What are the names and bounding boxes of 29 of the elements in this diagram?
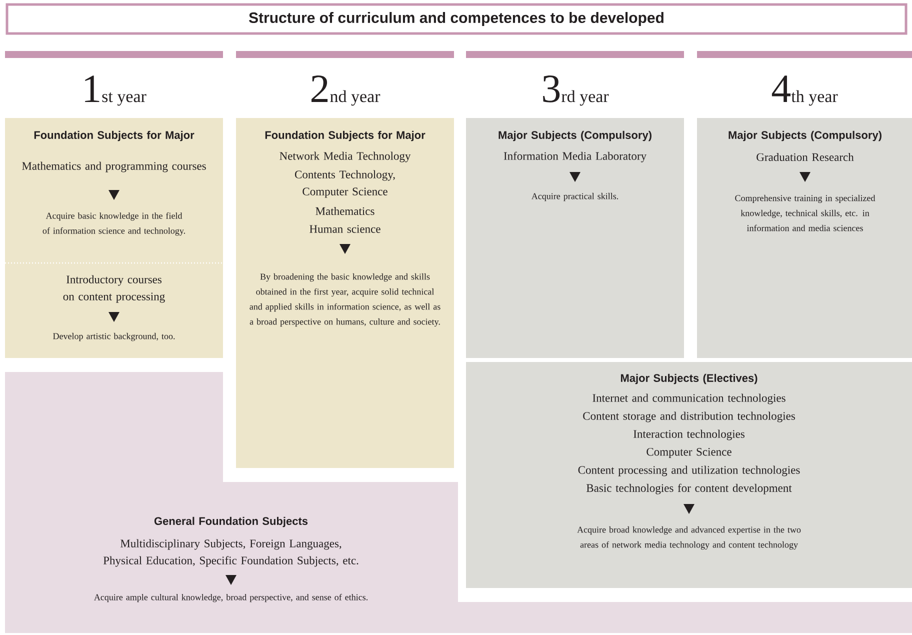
outcome-text: By broadening the basic knowledge and skills obtained in the first year, acquire solid technical and applied skills in information science, as well as a broad perspective on humans, culture and society. — [250, 273, 440, 327]
outcome-text: Acquire practical skills. — [532, 192, 618, 202]
outcome-text: Acquire broad knowledge and advanced expertise in the two areas of network media technology and content technology — [577, 526, 801, 550]
course-name: Mathematics and programming courses — [22, 162, 206, 172]
course-name: Contents Technology, Computer Science — [295, 170, 395, 198]
subject-heading: General Foundation Subjects — [154, 516, 308, 528]
subject-heading: Major Subjects (Electives) — [620, 374, 758, 384]
subject-heading: Foundation Subjects for Major — [34, 130, 194, 142]
course-name: Computer Science — [646, 448, 732, 458]
outcome-text: Comprehensive training in specialized knowledge, technical skills, etc. in information and media sciences — [735, 194, 876, 232]
course-name: Mathematics — [316, 206, 374, 216]
course-name: Internet and communication technologies — [592, 394, 786, 404]
course-name: Human science — [310, 225, 380, 233]
course-name: Network Media Technology — [280, 152, 411, 162]
title-box: Structure of curriculum and competences to be developed — [6, 3, 908, 35]
course-name: Content storage and distribution technologies — [583, 412, 795, 422]
subject-heading: Major Subjects (Compulsory) — [728, 130, 882, 142]
course-name: Interaction technologies — [634, 430, 744, 440]
outcome-text: Acquire basic knowledge in the field of information science and technology. — [42, 212, 185, 236]
subject-heading: Foundation Subjects for Major — [265, 130, 426, 142]
subject-heading: Major Subjects (Compulsory) — [498, 130, 652, 142]
outcome-text: Develop artistic background, too. — [53, 332, 175, 342]
course-name: Basic technologies for content development — [586, 484, 792, 494]
outcome-text: Acquire ample cultural knowledge, broad perspective, and sense of ethics. — [94, 594, 368, 602]
course-name: Information Media Laboratory — [504, 152, 646, 162]
course-name: Multidisciplinary Subjects, Foreign Languages, Physical Education, Specific Foundation Subjects, etc. — [103, 539, 358, 567]
course-name: Content processing and utilization technologies — [578, 466, 800, 476]
course-name: Introductory courses on content processing — [63, 275, 165, 303]
course-name: Graduation Research — [756, 152, 854, 162]
